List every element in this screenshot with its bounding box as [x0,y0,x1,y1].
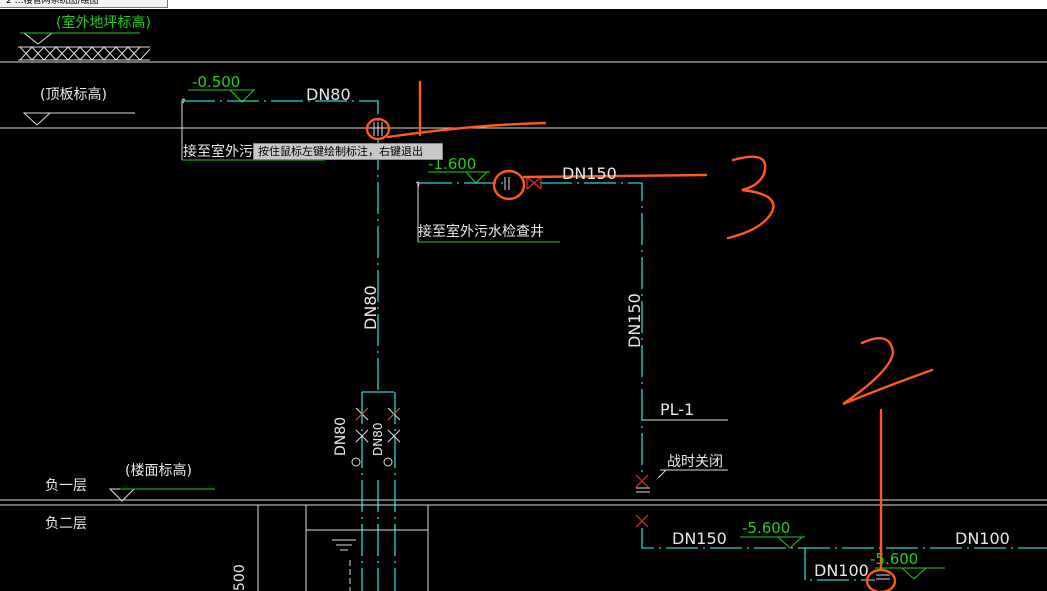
label-roof: (顶板标高) [40,86,107,103]
valve-pl1-b [635,514,649,528]
grade-hatch [18,46,151,61]
elevation-1: -0.500 [192,73,240,91]
label-connect-sewer-2: 接至室外污水检查井 [418,223,544,240]
command-tooltip: 按住鼠标左键绘制标注，右键退出 [253,143,443,160]
label-outdoor-grade: (室外地坪标高) [56,14,151,31]
elevation-marker-3 [740,536,805,549]
level-marker-roof [22,112,135,126]
markup-stroke-1 [386,80,547,139]
pipe-end-2 [415,181,420,188]
pipe-dn80-top [183,100,379,122]
label-wartime-close: 战时关闭 [667,454,723,470]
drawing-tab[interactable]: 2 …楼管网系统图/绘图 [0,0,168,8]
markup-circle-1 [365,117,391,141]
size-dn150-vertical: DN150 [625,293,644,348]
dim-text: 500 [232,564,248,591]
size-dn100-low: DN100 [814,561,869,580]
size-dn80-valves-b: DN80 [371,423,385,457]
pipe-dn100-low [804,548,875,581]
pump-2 [383,457,393,467]
flange-3 [636,487,650,493]
size-dn80-top: DN80 [306,85,351,104]
pipe-branches [361,392,396,591]
markup-circle-3 [865,568,897,591]
sump-tank [305,504,429,591]
pipe-dn150-bottom [641,528,1047,549]
valve-red-marks [355,407,401,421]
pump-1 [351,457,361,467]
label-pl1: PL-1 [660,400,694,419]
label-floor: (楼面标高) [125,462,192,479]
markup-digit-2 [842,336,934,406]
label-basement-1: 负一层 [45,478,87,494]
level-marker-grade [22,32,60,45]
markup-circle-2 [492,169,526,201]
elevation-marker-1 [188,89,255,103]
label-basement-2: 负二层 [45,516,87,532]
cad-drawing-canvas[interactable]: (顶板标高) (楼面标高) 负一层 负二层 接至室外污水检查井 接至室外污水检查… [0,9,1047,591]
valve-pl1-a [635,474,649,488]
title-bar: 2 …楼管网系统图/绘图 [0,0,1047,9]
cad-drawing: (顶板标高) (楼面标高) 负一层 负二层 接至室外污水检查井 接至室外污水检查… [0,14,1047,591]
flange-4 [876,574,890,580]
flange-2 [504,177,510,190]
elevation-3: -5.600 [742,519,790,537]
flange-1 [373,122,383,136]
markup-line-3 [522,173,708,179]
water-level-symbol [332,539,356,551]
size-dn100-right: DN100 [955,529,1010,548]
markup-digit-3 [726,155,775,240]
size-dn80-valves: DN80 [333,417,349,456]
wartime-leader [657,469,667,479]
gate-valves [355,429,401,443]
size-dn80-vertical: DN80 [361,285,380,330]
pipe-end-1 [181,98,185,104]
size-dn150-bottom: DN150 [672,529,727,548]
elevation-marker-4 [875,567,945,580]
gate-valve-dn150 [526,176,542,190]
elevation-marker-2 [428,171,490,184]
size-dn150-top: DN150 [562,164,617,183]
level-marker-floor [108,488,215,502]
pipe-dn150-vertical [540,182,643,475]
elevation-4: -5.600 [870,550,918,568]
